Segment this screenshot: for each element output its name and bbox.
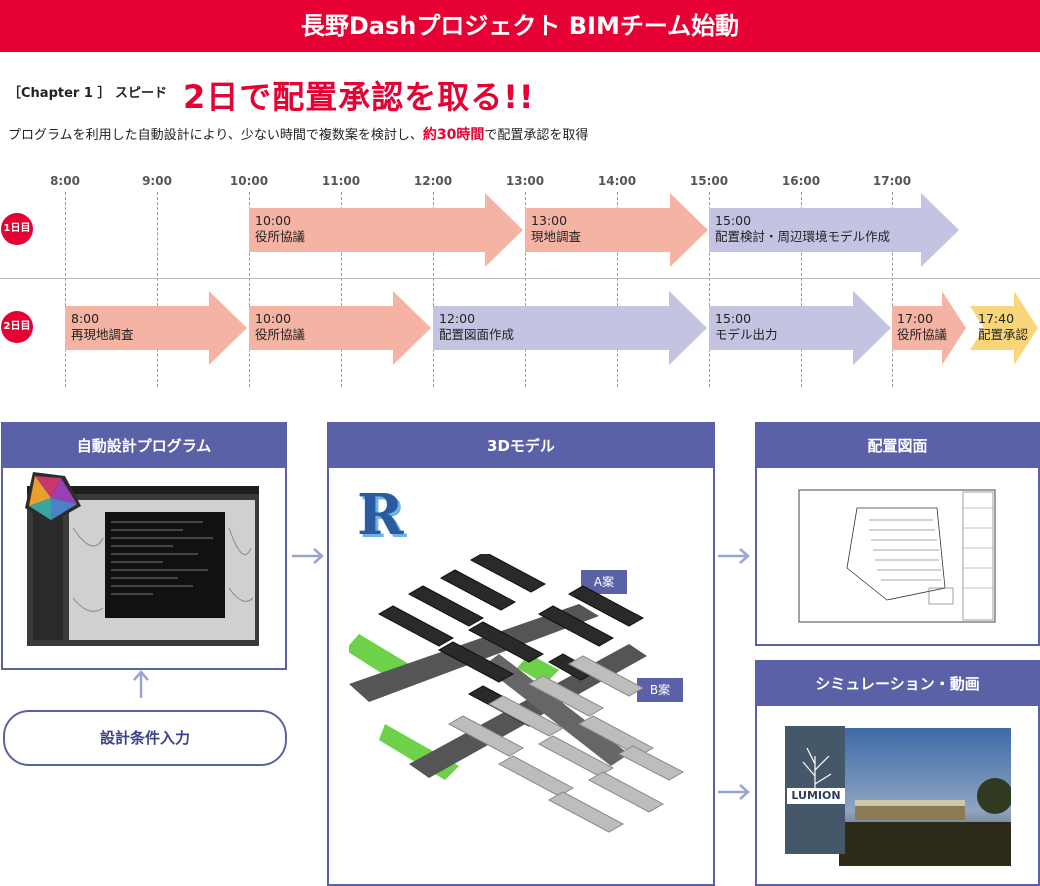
hour-tick: 14:00 — [597, 174, 637, 188]
task-time: 10:00 — [255, 311, 292, 326]
program-screenshot — [25, 472, 259, 646]
subtitle: プログラムを利用した自動設計により、少ない時間で複数案を検討し、約30時間で配置… — [8, 124, 588, 144]
headline: 2日で配置承認を取る!! — [183, 78, 535, 116]
subtitle-pre: プログラムを利用した自動設計により、少ない時間で複数案を検討し、 — [8, 128, 423, 143]
arrow-shape — [709, 193, 959, 267]
task-name: モデル出力 — [715, 327, 778, 342]
panel-title: 配置図面 — [757, 424, 1038, 468]
task-time: 17:00 — [897, 311, 934, 326]
task-time: 15:00 — [715, 311, 752, 326]
day2-badge: 2日目 — [1, 311, 33, 343]
right-arrow-icon — [716, 546, 752, 570]
arrow-shape — [525, 193, 708, 267]
panel-title: シミュレーション・動画 — [757, 662, 1038, 706]
task-time: 17:40 — [978, 311, 1015, 326]
arrow-shape — [709, 291, 891, 365]
right-arrow-icon — [716, 782, 752, 806]
right-arrow-icon — [290, 546, 326, 570]
banner-title: 長野Dashプロジェクト BIMチーム始動 — [0, 0, 1040, 52]
day-separator — [0, 278, 1040, 279]
task-name: 現地調査 — [531, 229, 582, 244]
hour-tick: 17:00 — [872, 174, 912, 188]
up-arrow-icon — [131, 668, 151, 707]
task-name: 役所協議 — [255, 327, 306, 342]
task-name: 配置図面作成 — [439, 327, 515, 342]
subtitle-post: で配置承認を取得 — [484, 128, 589, 143]
arrow-shape — [433, 291, 707, 365]
hour-tick: 15:00 — [689, 174, 729, 188]
hour-tick: 16:00 — [781, 174, 821, 188]
drawing-panel: 配置図面 — [755, 422, 1040, 646]
simulation-panel: シミュレーション・動画 LUMION — [755, 660, 1040, 886]
task-name: 配置承認 — [978, 327, 1029, 342]
site-plan-drawing — [798, 489, 996, 623]
task-time: 8:00 — [71, 311, 100, 326]
revit-logo: R — [357, 482, 404, 548]
hour-tick: 10:00 — [229, 174, 269, 188]
lumion-logo: LUMION — [787, 788, 845, 804]
panel-title: 3Dモデル — [329, 424, 713, 468]
grid-line — [617, 192, 618, 387]
arrow-shape — [970, 291, 1038, 365]
day1-badge: 1日目 — [1, 213, 33, 245]
grid-line — [525, 192, 526, 387]
task-name: 役所協議 — [255, 229, 306, 244]
arrow-shape — [249, 193, 523, 267]
hour-tick: 11:00 — [321, 174, 361, 188]
task-time: 15:00 — [715, 213, 752, 228]
grid-line — [433, 192, 434, 387]
hour-tick: 9:00 — [142, 174, 172, 188]
grid-line — [892, 192, 893, 387]
task-time: 10:00 — [255, 213, 292, 228]
task-name: 役所協議 — [897, 327, 948, 342]
task-name: 再現地調査 — [71, 327, 134, 342]
task-name: 配置検討・周辺環境モデル作成 — [715, 229, 891, 244]
arrow-shape — [249, 291, 431, 365]
hour-tick: 12:00 — [413, 174, 453, 188]
site-model-illustration — [349, 554, 685, 833]
subtitle-highlight: 約30時間 — [422, 127, 485, 143]
hour-tick: 8:00 — [50, 174, 80, 188]
plan-b-tag: B案 — [637, 678, 683, 702]
grid-line — [341, 192, 342, 387]
grid-line — [709, 192, 710, 387]
arrow-shape — [892, 291, 966, 365]
panel-title: 自動設計プログラム — [3, 424, 285, 468]
task-time: 12:00 — [439, 311, 476, 326]
grid-line — [65, 192, 66, 387]
chapter-label: ［Chapter 1 ］ スピード — [8, 86, 167, 101]
model-panel: 3Dモデル R A案 B案 — [327, 422, 715, 886]
program-panel: 自動設計プログラム — [1, 422, 287, 670]
grid-line — [801, 192, 802, 387]
task-time: 13:00 — [531, 213, 568, 228]
grid-line — [249, 192, 250, 387]
design-conditions-input[interactable]: 設計条件入力 — [3, 710, 287, 766]
hour-tick: 13:00 — [505, 174, 545, 188]
arrow-shape — [65, 291, 247, 365]
grid-line — [157, 192, 158, 387]
